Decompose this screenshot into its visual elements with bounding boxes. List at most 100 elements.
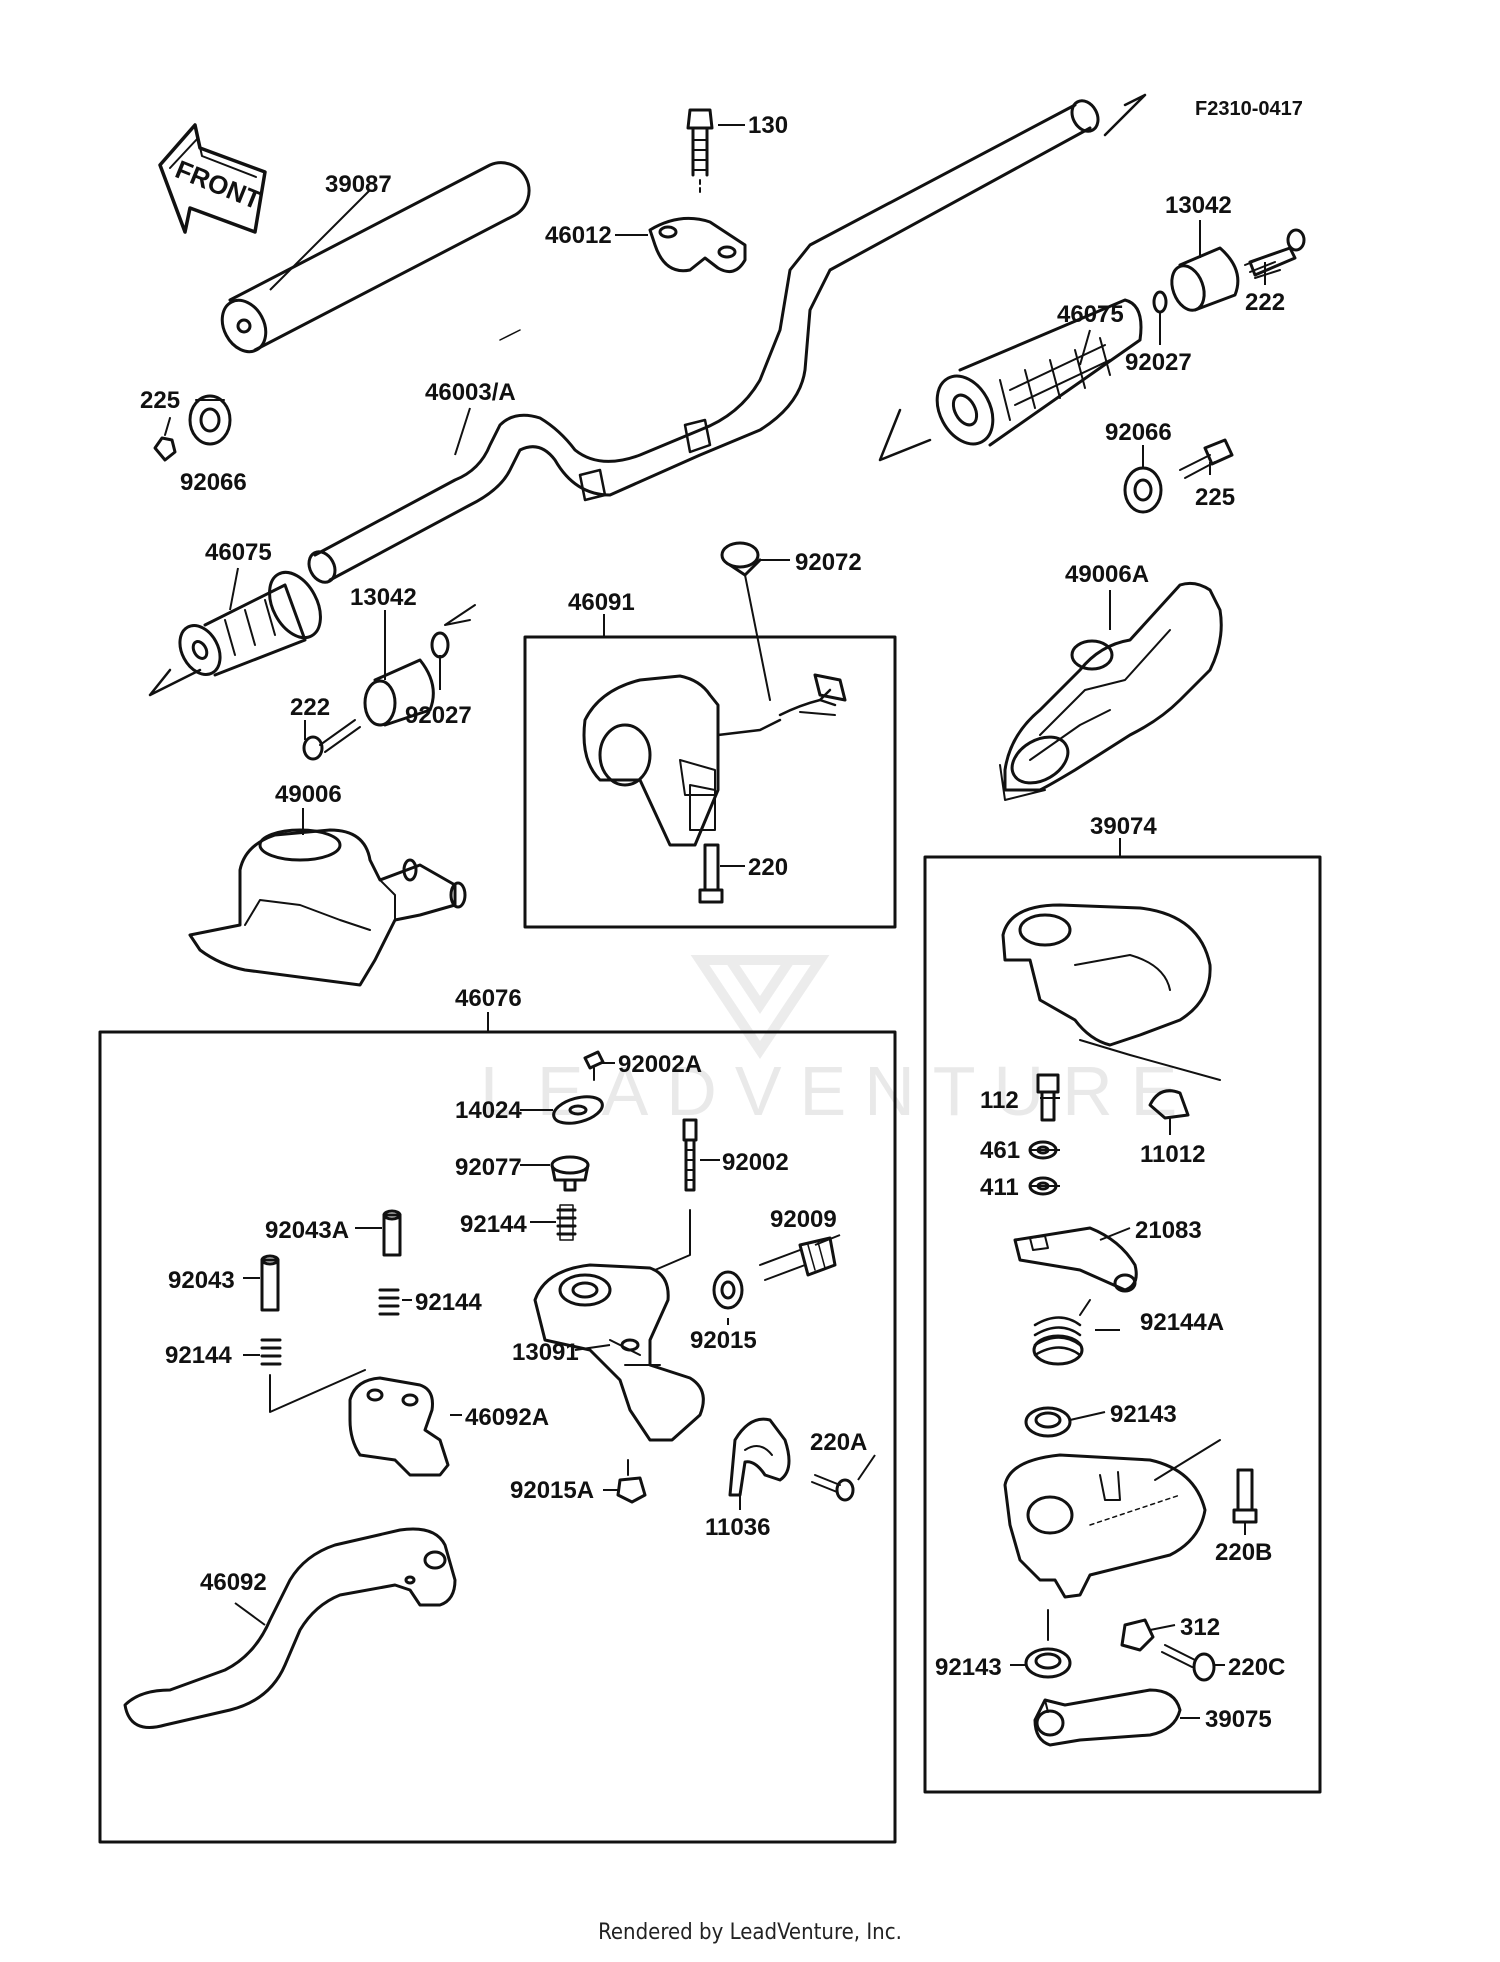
label-46076: 46076 bbox=[455, 985, 522, 1012]
label-411: 411 bbox=[980, 1174, 1019, 1201]
seal-92143-lower bbox=[1024, 1609, 1072, 1679]
pin-92002 bbox=[682, 1118, 698, 1192]
label-46075-left: 46075 bbox=[205, 539, 272, 566]
label-92066-left: 92066 bbox=[180, 469, 247, 496]
label-92144-upper: 92144 bbox=[460, 1211, 527, 1238]
clamp-half-11036 bbox=[728, 1417, 791, 1497]
label-225-left: 225 bbox=[140, 387, 180, 414]
label-39087: 39087 bbox=[325, 171, 392, 198]
bolt-222-left bbox=[302, 719, 361, 761]
label-46003: 46003/A bbox=[425, 379, 516, 406]
bolt-112 bbox=[1036, 1073, 1060, 1122]
lever-assembly-box-46076 bbox=[98, 1030, 897, 1844]
bolt-225-left bbox=[153, 417, 177, 462]
bar-end-weight-13042-right bbox=[1170, 246, 1240, 312]
footer-credit: Rendered by LeadVenture, Inc. bbox=[598, 1920, 902, 1945]
bolt-225-right bbox=[1179, 438, 1234, 479]
label-220A: 220A bbox=[810, 1429, 867, 1456]
spring-92144-middle bbox=[378, 1288, 400, 1316]
label-39074: 39074 bbox=[1090, 813, 1157, 840]
spring-92144A bbox=[1032, 1299, 1091, 1366]
label-46091: 46091 bbox=[568, 589, 635, 616]
handlebar-46003 bbox=[307, 93, 1147, 584]
nut-312 bbox=[1120, 1618, 1155, 1652]
bracket-46092A bbox=[348, 1376, 450, 1477]
bolt-222-right bbox=[1244, 228, 1306, 279]
pulley-arm-39075 bbox=[1033, 1688, 1182, 1747]
lever-holder-13091 bbox=[533, 1209, 705, 1476]
label-92015: 92015 bbox=[690, 1327, 757, 1354]
label-46092: 46092 bbox=[200, 1569, 267, 1596]
throttle-arm-21083 bbox=[1013, 1226, 1138, 1293]
label-11012: 11012 bbox=[1140, 1141, 1205, 1168]
grip-46075-left bbox=[148, 570, 322, 697]
throttle-cover-49006A bbox=[999, 581, 1223, 801]
washer-92027-left bbox=[430, 604, 476, 659]
label-92143-lower: 92143 bbox=[935, 1654, 1002, 1681]
pin-92043A bbox=[382, 1209, 402, 1257]
label-92002: 92002 bbox=[722, 1149, 789, 1176]
label-92043: 92043 bbox=[168, 1267, 235, 1294]
label-220: 220 bbox=[748, 854, 788, 881]
gasket-14024 bbox=[552, 1095, 604, 1125]
throttle-housing-lower bbox=[1003, 1439, 1221, 1599]
pin-92043 bbox=[260, 1254, 280, 1312]
label-92143-upper: 92143 bbox=[1110, 1401, 1177, 1428]
label-49006A: 49006A bbox=[1065, 561, 1149, 588]
bolt-130 bbox=[686, 108, 714, 196]
throttle-assembly-box-39074 bbox=[923, 855, 1322, 1794]
label-46012: 46012 bbox=[545, 222, 612, 249]
label-92027-left: 92027 bbox=[405, 702, 472, 729]
label-92015A: 92015A bbox=[510, 1477, 594, 1504]
label-92144-left: 92144 bbox=[165, 1342, 232, 1369]
label-130: 130 bbox=[748, 112, 788, 139]
label-92066-right: 92066 bbox=[1105, 419, 1172, 446]
label-92043A: 92043A bbox=[265, 1217, 349, 1244]
label-13091: 13091 bbox=[512, 1339, 579, 1366]
label-46075-right: 46075 bbox=[1057, 301, 1124, 328]
label-222-right: 222 bbox=[1245, 289, 1285, 316]
cap-92077 bbox=[550, 1155, 590, 1192]
label-39075: 39075 bbox=[1205, 1706, 1272, 1733]
label-312: 312 bbox=[1180, 1614, 1220, 1641]
label-92144-middle: 92144 bbox=[415, 1289, 482, 1316]
grip-46075-right bbox=[878, 298, 1143, 462]
label-13042-left: 13042 bbox=[350, 584, 417, 611]
label-46092A: 46092A bbox=[465, 1404, 549, 1431]
label-92077: 92077 bbox=[455, 1154, 522, 1181]
washer-92027-right bbox=[1152, 290, 1168, 314]
nut-92066-right bbox=[1123, 466, 1163, 514]
switch-housing bbox=[582, 673, 847, 847]
label-14024: 14024 bbox=[455, 1097, 522, 1124]
spring-92144-left bbox=[260, 1338, 366, 1413]
label-92027-right: 92027 bbox=[1125, 349, 1192, 376]
label-49006: 49006 bbox=[275, 781, 342, 808]
nut-92015A bbox=[616, 1476, 647, 1504]
label-220B: 220B bbox=[1215, 1539, 1272, 1566]
clamp-46012 bbox=[648, 216, 747, 274]
label-92144A: 92144A bbox=[1140, 1309, 1224, 1336]
label-92002A: 92002A bbox=[618, 1051, 702, 1078]
bar-end-weight-13042-left bbox=[363, 658, 435, 727]
label-21083: 21083 bbox=[1135, 1217, 1202, 1244]
bolt-220A bbox=[811, 1474, 855, 1502]
bolt-220B bbox=[1232, 1468, 1258, 1524]
seal-92143-upper bbox=[1024, 1406, 1072, 1438]
label-461: 461 bbox=[980, 1137, 1020, 1164]
front-arrow-icon: FRONT bbox=[158, 123, 267, 234]
label-92009: 92009 bbox=[770, 1206, 837, 1233]
throttle-housing-49006 bbox=[188, 828, 467, 987]
figure-code: F2310-0417 bbox=[1195, 98, 1303, 120]
nut-92015 bbox=[712, 1270, 744, 1310]
label-11036: 11036 bbox=[705, 1514, 770, 1541]
adjuster-92009 bbox=[759, 1236, 837, 1281]
nut-92066-left bbox=[188, 394, 232, 446]
spring-92144-upper bbox=[556, 1204, 577, 1241]
throttle-cover-39074 bbox=[1001, 903, 1221, 1081]
switch-housing-box-46091 bbox=[523, 635, 897, 929]
label-220C: 220C bbox=[1228, 1654, 1285, 1681]
watermark-logo bbox=[690, 955, 830, 1060]
bolt-220 bbox=[698, 843, 724, 904]
label-112: 112 bbox=[980, 1087, 1019, 1114]
